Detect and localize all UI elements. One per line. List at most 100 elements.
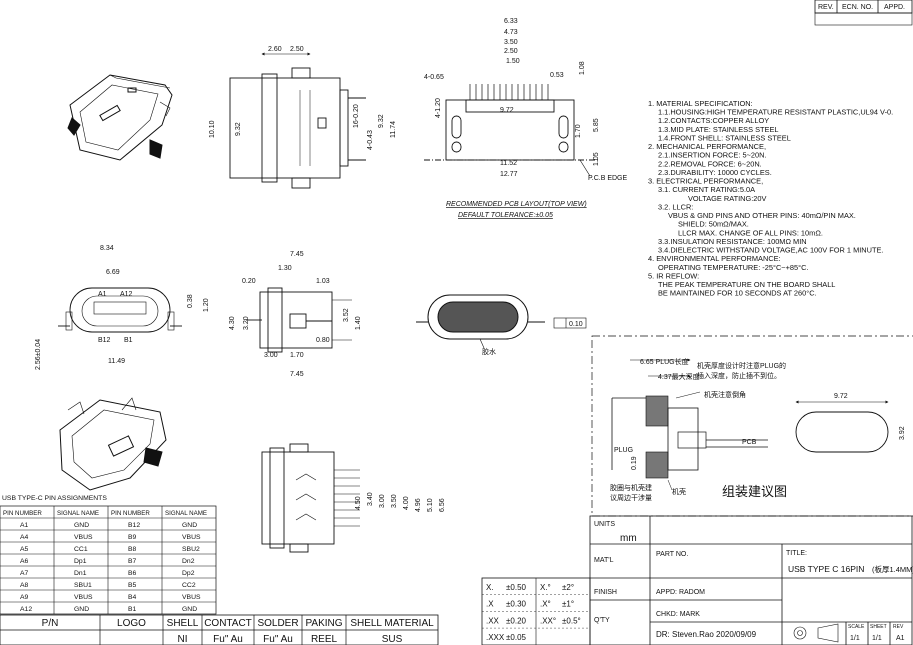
pin-table-cell: GND bbox=[182, 522, 197, 529]
pcb-edge-label: P.C.B EDGE bbox=[588, 175, 627, 182]
spec-line: 1. MATERIAL SPECIFICATION: bbox=[648, 99, 753, 108]
bom-cell: Fu" Au bbox=[263, 634, 293, 645]
dim-2-60: 2.60 bbox=[268, 46, 282, 53]
units-value: mm bbox=[620, 533, 637, 544]
title-block-text: UNITS mm MAT'L FINISH Q'TY PART NO. TITL… bbox=[594, 521, 913, 642]
dim-3-50: 3.50 bbox=[504, 39, 518, 46]
pin-table-cell: VBUS bbox=[182, 534, 201, 541]
dim-1-20: 1.20 bbox=[203, 298, 210, 312]
spec-line: 1.4.FRONT SHELL: STAINLESS STEEL bbox=[658, 133, 791, 142]
bom-header: CONTACT bbox=[204, 618, 252, 629]
isometric-view-bottom bbox=[59, 397, 167, 491]
pin-table-cell: A4 bbox=[20, 534, 29, 541]
dim-5-85: 5.85 bbox=[593, 118, 600, 132]
dim-2-56: 2.56±0.04 bbox=[35, 339, 42, 370]
spec-line: 3. ELECTRICAL PERFORMANCE, bbox=[648, 177, 763, 186]
dim-9-32b: 9.32 bbox=[378, 114, 385, 128]
dim-11-52: 11.52 bbox=[500, 160, 517, 167]
sheet-label: SHEET bbox=[870, 624, 887, 630]
units-label: UNITS bbox=[594, 521, 615, 528]
tolerance-angle-value: ±1° bbox=[562, 600, 574, 609]
bom-cell: SUS bbox=[382, 634, 403, 645]
dim-2-50: 2.50 bbox=[504, 48, 518, 55]
dim-4-30: 4.30 bbox=[229, 316, 236, 330]
pcb-layout-title: RECOMMENDED PCB LAYOUT(TOP VIEW) bbox=[446, 201, 587, 208]
dim-4-065: 4-0.65 bbox=[424, 74, 444, 81]
spec-line: BE MAINTAINED FOR 10 SECONDS AT 260°C. bbox=[658, 289, 817, 298]
tolerance-value: ±0.50 bbox=[506, 583, 527, 592]
pin-table-cell: B6 bbox=[128, 570, 137, 577]
rev-header: REV. bbox=[818, 4, 834, 11]
pin-table-cell: CC2 bbox=[182, 582, 196, 589]
dim-3-00: 3.00 bbox=[379, 494, 386, 508]
bottom-view bbox=[261, 443, 360, 553]
spec-line: 1.3.MID PLATE: STAINLESS STEEL bbox=[658, 125, 778, 134]
rev-label: REV bbox=[893, 624, 904, 630]
tolerance-angle-format: .XX° bbox=[540, 616, 556, 625]
dim-2-50: 2.50 bbox=[290, 46, 304, 53]
pin-table-cell: B8 bbox=[128, 546, 137, 553]
qty-label: Q'TY bbox=[594, 617, 610, 624]
dim-3-20: 3.20 bbox=[243, 316, 250, 330]
dim-5-10: 5.10 bbox=[427, 498, 434, 512]
material-label: MAT'L bbox=[594, 557, 614, 564]
dim-7-45-bottom: 7.45 bbox=[290, 371, 304, 378]
bom-header: SHELL bbox=[167, 618, 199, 629]
pin-table-cell: SBU1 bbox=[74, 582, 92, 589]
dim-1-50: 1.50 bbox=[506, 58, 520, 65]
finish-label: FINISH bbox=[594, 589, 617, 596]
spec-line: VOLTAGE RATING:20V bbox=[688, 194, 767, 203]
front-view-dims: 8.34 6.69 A1 A12 B12 B1 0.38 1.20 2.56±0… bbox=[35, 245, 210, 370]
part-no-label: PART NO. bbox=[656, 551, 688, 558]
dim-16-pin: 16-0.20 bbox=[353, 104, 360, 128]
dim-3-00: 3.00 bbox=[264, 352, 278, 359]
dim-1-05: 1.05 bbox=[593, 152, 600, 166]
dim-1-70: 1.70 bbox=[290, 352, 304, 359]
dim-0-20: 0.20 bbox=[242, 278, 256, 285]
spec-line: 5. IR REFLOW: bbox=[648, 271, 699, 280]
pin-table-cell: Dp1 bbox=[74, 558, 87, 565]
dim-4-73: 4.73 bbox=[504, 29, 518, 36]
pin-table-cell: VBUS bbox=[182, 594, 201, 601]
chamfer-note: 机壳注意倒角 bbox=[704, 390, 746, 399]
bom-header: SHELL MATERIAL bbox=[350, 618, 434, 629]
bom-header: PAKING bbox=[305, 618, 342, 629]
pin-table-cell: B1 bbox=[128, 606, 137, 613]
pin-table-cell: A7 bbox=[20, 570, 29, 577]
dim-4-043: 4-0.43 bbox=[367, 130, 374, 150]
dim-3-40: 3.40 bbox=[367, 492, 374, 506]
scale-value: 1/1 bbox=[850, 635, 860, 642]
pin-table-cell: Dp2 bbox=[182, 570, 195, 577]
tolerance-value: ±0.05 bbox=[506, 633, 527, 642]
dim-3-50: 3.50 bbox=[391, 494, 398, 508]
dim-3-92: 3.92 bbox=[899, 426, 906, 440]
bom-header: P/N bbox=[42, 618, 59, 629]
tolerance-value: ±0.30 bbox=[506, 600, 527, 609]
tolerance-angle-value: ±2° bbox=[562, 583, 574, 592]
dim-3-52: 3.52 bbox=[343, 308, 350, 322]
plug-length-label: 6.65 PLUG长度 bbox=[640, 357, 689, 366]
dim-7-45-top: 7.45 bbox=[290, 251, 304, 258]
casing-label: 机壳 bbox=[672, 487, 686, 496]
revision-block: REV. ECN. NO. APPD. bbox=[814, 0, 913, 26]
dim-12-77: 12.77 bbox=[500, 171, 518, 178]
gasket-note-b: 议周边干涉量 bbox=[610, 493, 652, 502]
casing-note-1b: 插入深度，防止插不到位。 bbox=[697, 371, 781, 380]
dim-1-70: 1.70 bbox=[575, 124, 582, 138]
pin-table-cell: VBUS bbox=[74, 534, 93, 541]
spec-line: VBUS & GND PINS AND OTHER PINS: 40mΩ/PIN… bbox=[668, 211, 856, 220]
spec-line: 3.1. CURRENT RATING:5.0A bbox=[658, 185, 755, 194]
title-block bbox=[589, 515, 913, 645]
dim-4-00: 4.00 bbox=[403, 496, 410, 510]
pin-table-cell: B9 bbox=[128, 534, 137, 541]
pin-table-cell: GND bbox=[74, 606, 89, 613]
pin-table-cell: A6 bbox=[20, 558, 29, 565]
spec-line: 4. ENVIRONMENTAL PERFORMANCE: bbox=[648, 254, 781, 263]
spec-line: 1.2.CONTACTS:COPPER ALLOY bbox=[658, 116, 769, 125]
pin-table-cell: SBU2 bbox=[182, 546, 200, 553]
tolerance-format: .XX bbox=[486, 616, 500, 625]
spec-line: 2.3.DURABILITY: 10000 CYCLES. bbox=[658, 168, 772, 177]
pin-b1-label: B1 bbox=[124, 337, 133, 344]
front-view bbox=[58, 287, 182, 333]
